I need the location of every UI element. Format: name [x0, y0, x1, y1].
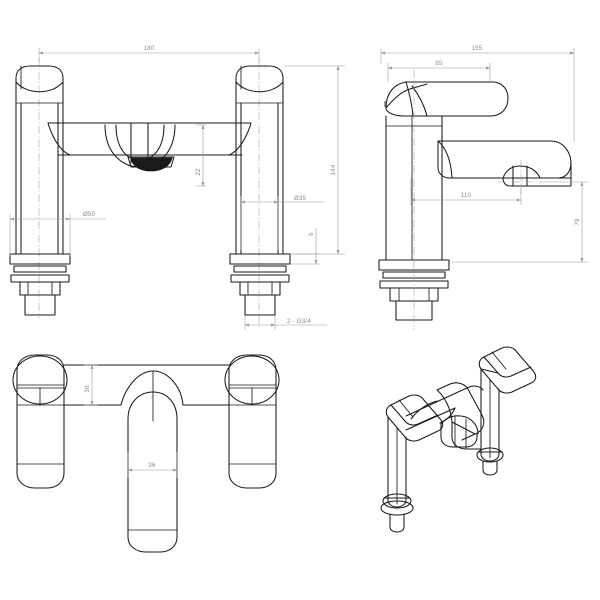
dimension-label-155: 155 — [472, 45, 483, 52]
dimension-label-6: 6 — [308, 232, 315, 236]
dimension-label-110: 110 — [461, 192, 472, 199]
iso-deck-bridge — [405, 385, 484, 431]
dimension-spout-reach-110: 110 — [410, 178, 522, 205]
dimension-label-g34: 2 - G3/4 — [287, 318, 311, 325]
dimension-label-79: 79 — [574, 218, 581, 226]
dimension-spout-height-22: 22 — [195, 124, 206, 187]
iso-rear-pillar — [476, 368, 504, 476]
dimension-label-144: 144 — [330, 164, 337, 175]
left-pillar-assembly — [9, 65, 71, 316]
side-spout-arm — [437, 140, 572, 187]
front-spout-body — [47, 122, 252, 172]
dimension-label-180: 180 — [144, 45, 155, 52]
view-isometric — [380, 346, 537, 533]
plan-spout — [120, 370, 184, 553]
dimension-label-d35: Ø35 — [294, 195, 307, 202]
dimension-overall-width-180: 180 — [38, 45, 260, 62]
dimension-label-36: 36 — [148, 462, 156, 469]
dimension-overall-depth-155: 155 — [380, 45, 575, 142]
dimension-pillar-diameter-35: Ø35 — [240, 195, 324, 250]
dimension-label-85: 85 — [435, 60, 443, 67]
dimension-total-height-144: 144 — [285, 65, 345, 255]
plan-right-handle — [224, 354, 280, 489]
dimension-plan-spout-width-36: 36 — [127, 452, 178, 478]
dimension-spout-height-79: 79 — [452, 181, 588, 263]
side-mounting-hardware — [378, 259, 450, 321]
dimension-base-diameter-50: Ø50 — [9, 211, 106, 256]
view-top-plan: 30 36 — [12, 354, 280, 553]
view-front-elevation: 180 22 Ø50 Ø35 — [9, 45, 345, 330]
plan-left-handle — [12, 354, 68, 489]
dimension-handle-reach-85: 85 — [387, 60, 491, 82]
dimension-thread-callout: 2 - G3/4 — [244, 316, 327, 330]
dimension-label-d50: Ø50 — [83, 211, 96, 218]
iso-rear-handle — [478, 346, 537, 394]
iso-front-pillar — [380, 416, 414, 533]
side-lever-handle — [384, 81, 509, 117]
iso-spout — [410, 382, 485, 450]
view-side-elevation: 155 85 110 79 — [378, 45, 588, 330]
dimension-label-22: 22 — [195, 168, 202, 176]
dimension-label-30: 30 — [84, 385, 91, 393]
dimension-plan-depth-30: 30 — [84, 364, 98, 406]
